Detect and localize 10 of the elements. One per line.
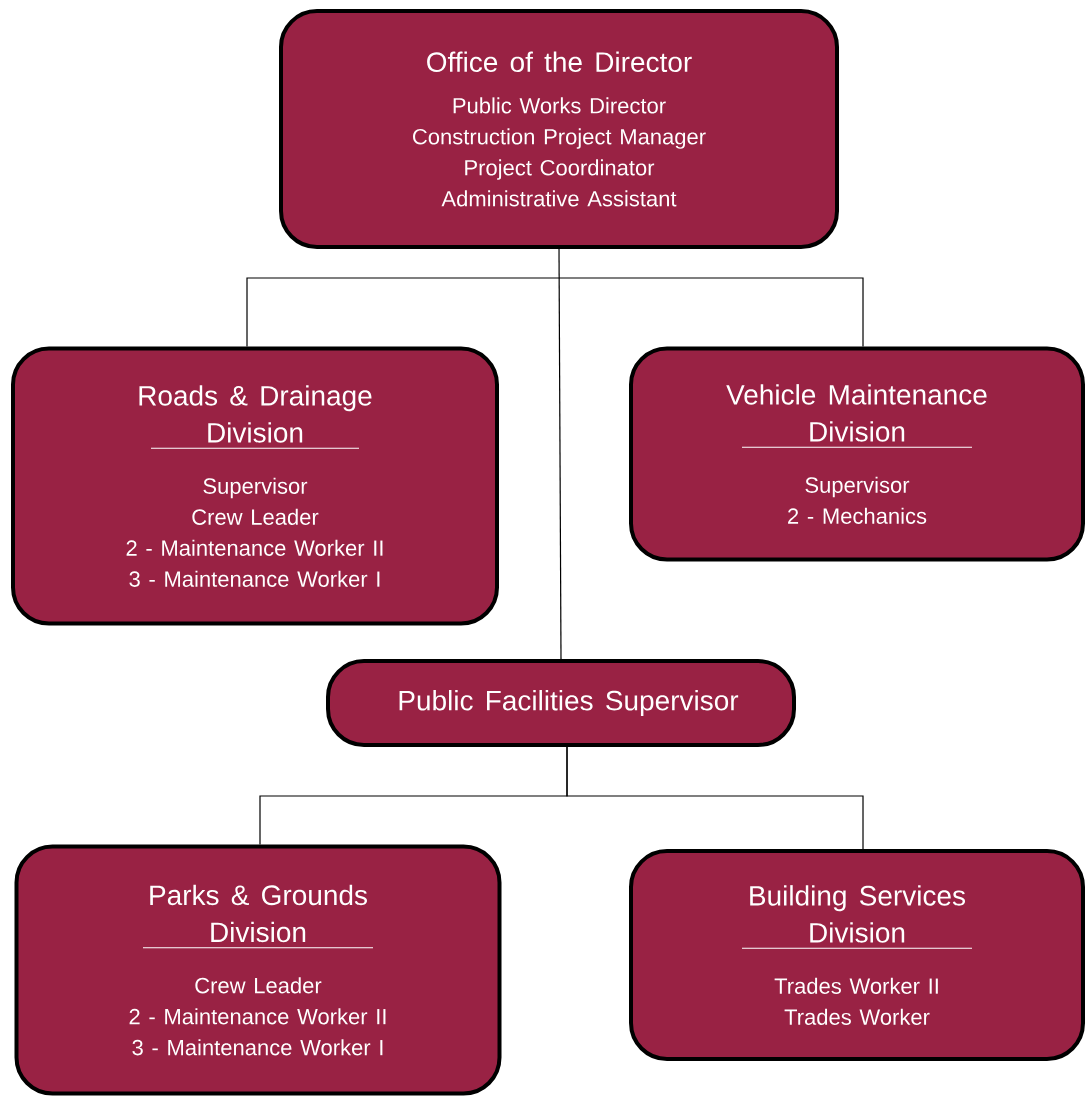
division-box: Parks & Grounds Division Crew Leader 2 - Maintenance Worker II 3 - Maintenance Worker I [14,844,502,1096]
office-box: Office of the Director Public Works Director Construction Project Manager Project Coordinator Administrative Assistant [279,9,839,249]
connector-line [558,248,562,660]
division-box: Roads & Drainage Division Supervisor Crew Leader 2 - Maintenance Worker II 3 - Maintenance Worker I [11,346,499,626]
connector-line [246,277,562,348]
connector-line [566,746,864,850]
division-box: Building Services Division Trades Worker II Trades Worker [629,849,1085,1061]
supervisor-box: Public Facilities Supervisor [326,659,796,747]
connector-line [560,277,864,348]
division-box: Vehicle Maintenance Division Supervisor 2 - Mechanics [629,346,1085,562]
